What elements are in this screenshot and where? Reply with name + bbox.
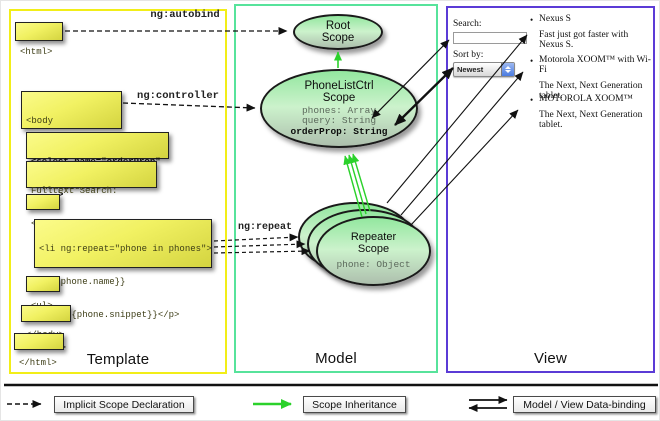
ng-autobind-label: ng:autobind <box>150 9 220 21</box>
scope-prop-query: query: String <box>301 115 377 127</box>
ng-repeat-label: ng:repeat <box>237 222 292 233</box>
code-line: {{phone.name}} <box>39 277 126 287</box>
root-scope-ellipse: Root Scope <box>293 14 383 50</box>
list-item-xoom-wifi: • Motorola XOOM™ with Wi-Fi The Next, Nex… <box>529 55 653 101</box>
repeater-scope-title: Repeater <box>350 231 397 244</box>
root-scope-title2: Scope <box>321 32 355 44</box>
view-column-label: View <box>533 350 568 367</box>
code-line: </html> <box>19 358 57 368</box>
list-item-title-text: MOTOROLA XOOM™ <box>539 94 633 104</box>
sort-dropdown-value: Newest <box>457 65 484 74</box>
code-box-fulltext: Fulltext Search: <input name="query"> <box>26 161 157 229</box>
code-box-body-open: <body ng:controller= "PhoneListCtrl"> <box>21 91 122 192</box>
code-box-html-open: <html> <box>15 22 63 57</box>
list-item-title: • Motorola XOOM™ with Wi-Fi <box>529 55 653 75</box>
list-item-title-text: Motorola XOOM™ with Wi-Fi <box>539 55 651 75</box>
repeater-scope-title2: Scope <box>357 243 390 256</box>
legend-implicit-scope-declaration: Implicit Scope Declaration <box>54 396 194 413</box>
legend-model-view-data-binding: Model / View Data-binding <box>513 396 656 413</box>
ng-controller-label: ng:controller <box>137 90 219 102</box>
list-item-nexus: • Nexus S Fast just got faster with Nexus… <box>529 14 653 50</box>
phonelistctrl-scope-title2: Scope <box>322 91 356 104</box>
sort-dropdown[interactable]: Newest <box>453 62 515 77</box>
code-box-ul-open: <ul> <box>26 194 60 229</box>
list-item-title: • Nexus S <box>529 14 653 25</box>
model-column: Model <box>234 4 438 373</box>
bullet-icon: • <box>530 15 534 25</box>
search-label: Search: <box>453 19 482 29</box>
list-item-title-text: Nexus S <box>539 14 571 24</box>
list-item-title: • MOTOROLA XOOM™ <box>529 94 653 105</box>
code-box-select: <select name="orderProp" ...> <box>26 132 169 200</box>
list-item-desc: The Next, Next Generation tablet. <box>539 81 643 101</box>
code-line: <p>{{phone.snippet}}</p> <box>39 310 180 320</box>
code-box-html-close: </html> <box>14 333 64 368</box>
phonelistctrl-scope-ellipse: PhoneListCtrl Scope phones: Array query:… <box>260 69 418 148</box>
list-item-xoom: • MOTOROLA XOOM™ The Next, Next Generatio… <box>529 94 653 130</box>
code-box-li-repeat: <li ng:repeat="phone in phones"> {{phone… <box>34 219 212 353</box>
code-line: Fulltext Search: <box>31 186 118 196</box>
template-column-label: Template <box>86 351 150 368</box>
bullet-icon: • <box>530 56 534 66</box>
repeater-scope-ellipse: Repeater Scope phone: Object <box>316 216 431 286</box>
root-scope-title: Root <box>325 20 351 32</box>
search-input[interactable] <box>453 32 527 44</box>
model-column-label: Model <box>315 350 357 367</box>
sort-by-label: Sort by: <box>453 50 484 60</box>
dropdown-stepper-icon <box>501 63 514 76</box>
scope-prop-phones: phones: Array <box>301 104 377 116</box>
code-line: <li ng:repeat="phone in phones"> <box>39 244 212 254</box>
code-box-ul-close: <ul> <box>26 276 60 311</box>
phonelistctrl-scope-title: PhoneListCtrl <box>304 79 374 92</box>
legend-scope-inheritance: Scope Inheritance <box>303 396 406 413</box>
code-line: <body <box>26 116 54 126</box>
bullet-icon: • <box>530 95 534 105</box>
code-line: <html> <box>20 47 53 57</box>
list-item-desc: The Next, Next Generation tablet. <box>539 110 643 130</box>
list-item-desc: Fast just got faster with Nexus S. <box>539 30 629 50</box>
scope-prop-orderprop: orderProp: String <box>290 125 388 137</box>
code-box-body-close: </body> <box>21 305 71 340</box>
scope-prop-phone: phone: Object <box>336 259 411 271</box>
